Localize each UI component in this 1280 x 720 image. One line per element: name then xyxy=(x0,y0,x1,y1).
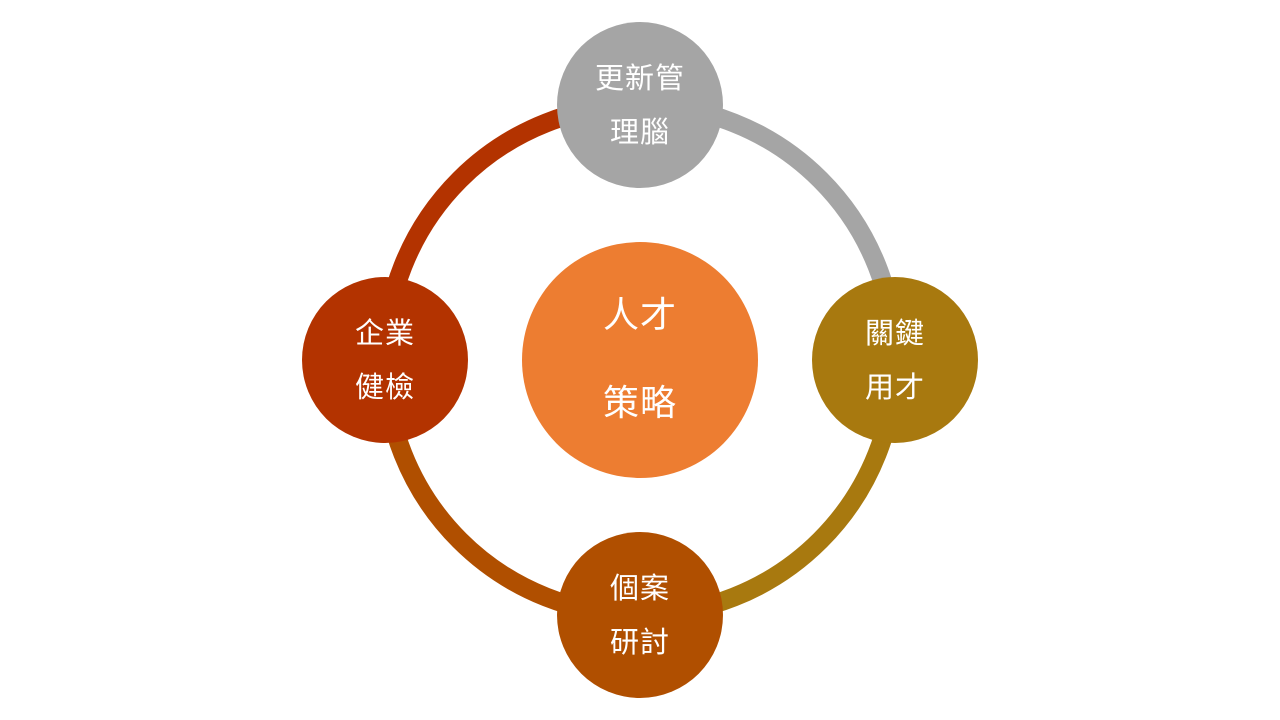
node-bottom-line2: 研討 xyxy=(609,625,670,659)
node-top-line1: 更新管 xyxy=(594,61,685,95)
center-line1: 人才 xyxy=(602,295,677,336)
center-node-talent-strategy: 人才 策略 xyxy=(522,242,758,478)
node-right-line2: 用才 xyxy=(864,370,925,404)
center-line2: 策略 xyxy=(602,383,677,424)
node-enterprise-checkup: 企業 健檢 xyxy=(302,277,468,443)
node-left-line2: 健檢 xyxy=(354,370,415,404)
node-case-study: 個案 研討 xyxy=(557,532,723,698)
node-key-talent: 關鍵 用才 xyxy=(812,277,978,443)
node-update-management-mind: 更新管 理腦 xyxy=(557,22,723,188)
node-right-line1: 關鍵 xyxy=(864,316,925,350)
node-left-line1: 企業 xyxy=(354,316,415,350)
node-top-line2: 理腦 xyxy=(609,115,670,149)
node-bottom-line1: 個案 xyxy=(609,571,670,605)
